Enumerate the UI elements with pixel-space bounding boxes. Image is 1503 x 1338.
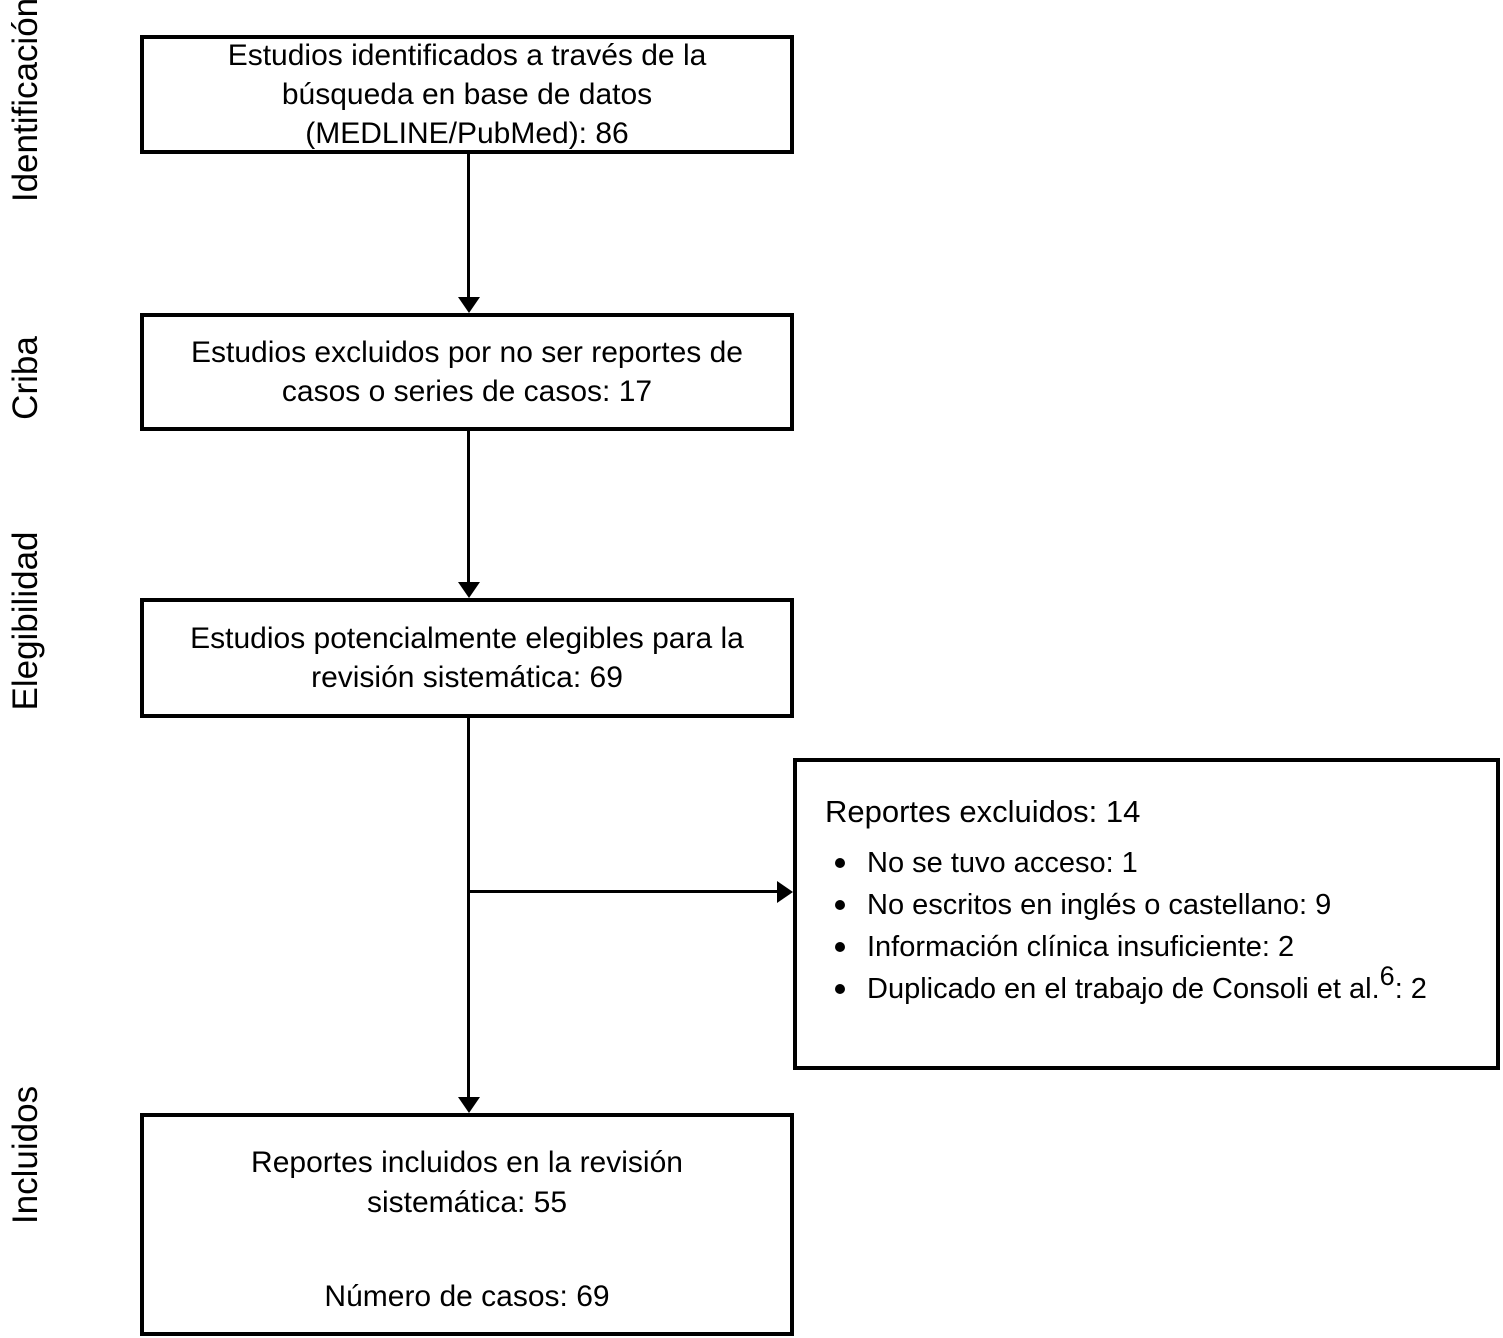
arrow-screening-to-eligibility xyxy=(457,431,480,598)
reference-superscript: 6 xyxy=(1379,961,1395,991)
box-text-line: Reportes incluidos en la revisión xyxy=(251,1146,683,1179)
box-reports-included: Reportes incluidos en la revisión sistem… xyxy=(140,1113,794,1336)
stage-label-identification: Identificación xyxy=(6,0,45,203)
bullet-icon xyxy=(835,942,845,952)
arrow-eligibility-to-included xyxy=(457,718,480,1113)
box-reports-excluded: Reportes excluidos: 14 No se tuvo acceso… xyxy=(793,758,1500,1070)
arrow-identified-to-screening xyxy=(457,154,480,313)
stage-label-eligibility: Elegibilidad xyxy=(6,531,45,711)
arrowhead-right-icon xyxy=(777,880,793,903)
box-text-line: Estudios potencialmente elegibles para l… xyxy=(190,622,744,655)
arrow-branch-to-excluded-reports xyxy=(468,880,793,903)
list-item: Información clínica insuficiente: 2 xyxy=(825,926,1427,968)
arrowhead-down-icon xyxy=(457,1097,480,1113)
list-item: No escritos en inglés o castellano: 9 xyxy=(825,884,1427,926)
number-of-cases-line: Número de casos: 69 xyxy=(324,1280,610,1313)
box-text-line: revisión sistemática: 69 xyxy=(311,661,623,694)
list-item-text: Duplicado en el trabajo de Consoli et al… xyxy=(867,973,1380,1005)
bullet-icon xyxy=(835,858,845,868)
box-text-line: Estudios identificados a través de la xyxy=(227,39,707,72)
stage-label-screening: Criba xyxy=(6,336,45,420)
list-item: Duplicado en el trabajo de Consoli et al… xyxy=(825,961,1427,1010)
list-item-suffix: : 2 xyxy=(1394,973,1427,1005)
box-studies-excluded-screening: Estudios excluidos por no ser reportes d… xyxy=(140,313,794,431)
box-text-line: (MEDLINE/PubMed): 86 xyxy=(305,117,629,150)
box-text-line: casos o series de casos: 17 xyxy=(281,375,653,408)
stage-label-included: Incluidos xyxy=(6,1085,45,1225)
excluded-reports-title: Reportes excluidos: 14 xyxy=(825,794,1141,829)
arrowhead-down-icon xyxy=(457,582,480,598)
list-item-text: Información clínica insuficiente: 2 xyxy=(867,931,1295,963)
box-text-line: Estudios excluidos por no ser reportes d… xyxy=(191,336,743,369)
list-item-text: No se tuvo acceso: 1 xyxy=(867,847,1138,879)
box-studies-eligible: Estudios potencialmente elegibles para l… xyxy=(140,598,794,718)
box-studies-identified: Estudios identificados a través de la bú… xyxy=(140,35,794,154)
list-item: No se tuvo acceso: 1 xyxy=(825,842,1427,884)
bullet-icon xyxy=(835,984,845,994)
bullet-icon xyxy=(835,900,845,910)
box-text-line: sistemática: 55 xyxy=(366,1186,568,1219)
arrowhead-down-icon xyxy=(457,297,480,313)
box-text-line: búsqueda en base de datos xyxy=(281,78,653,111)
list-item-text: No escritos en inglés o castellano: 9 xyxy=(867,889,1332,921)
excluded-reports-list: No se tuvo acceso: 1 No escritos en ingl… xyxy=(825,842,1427,1010)
